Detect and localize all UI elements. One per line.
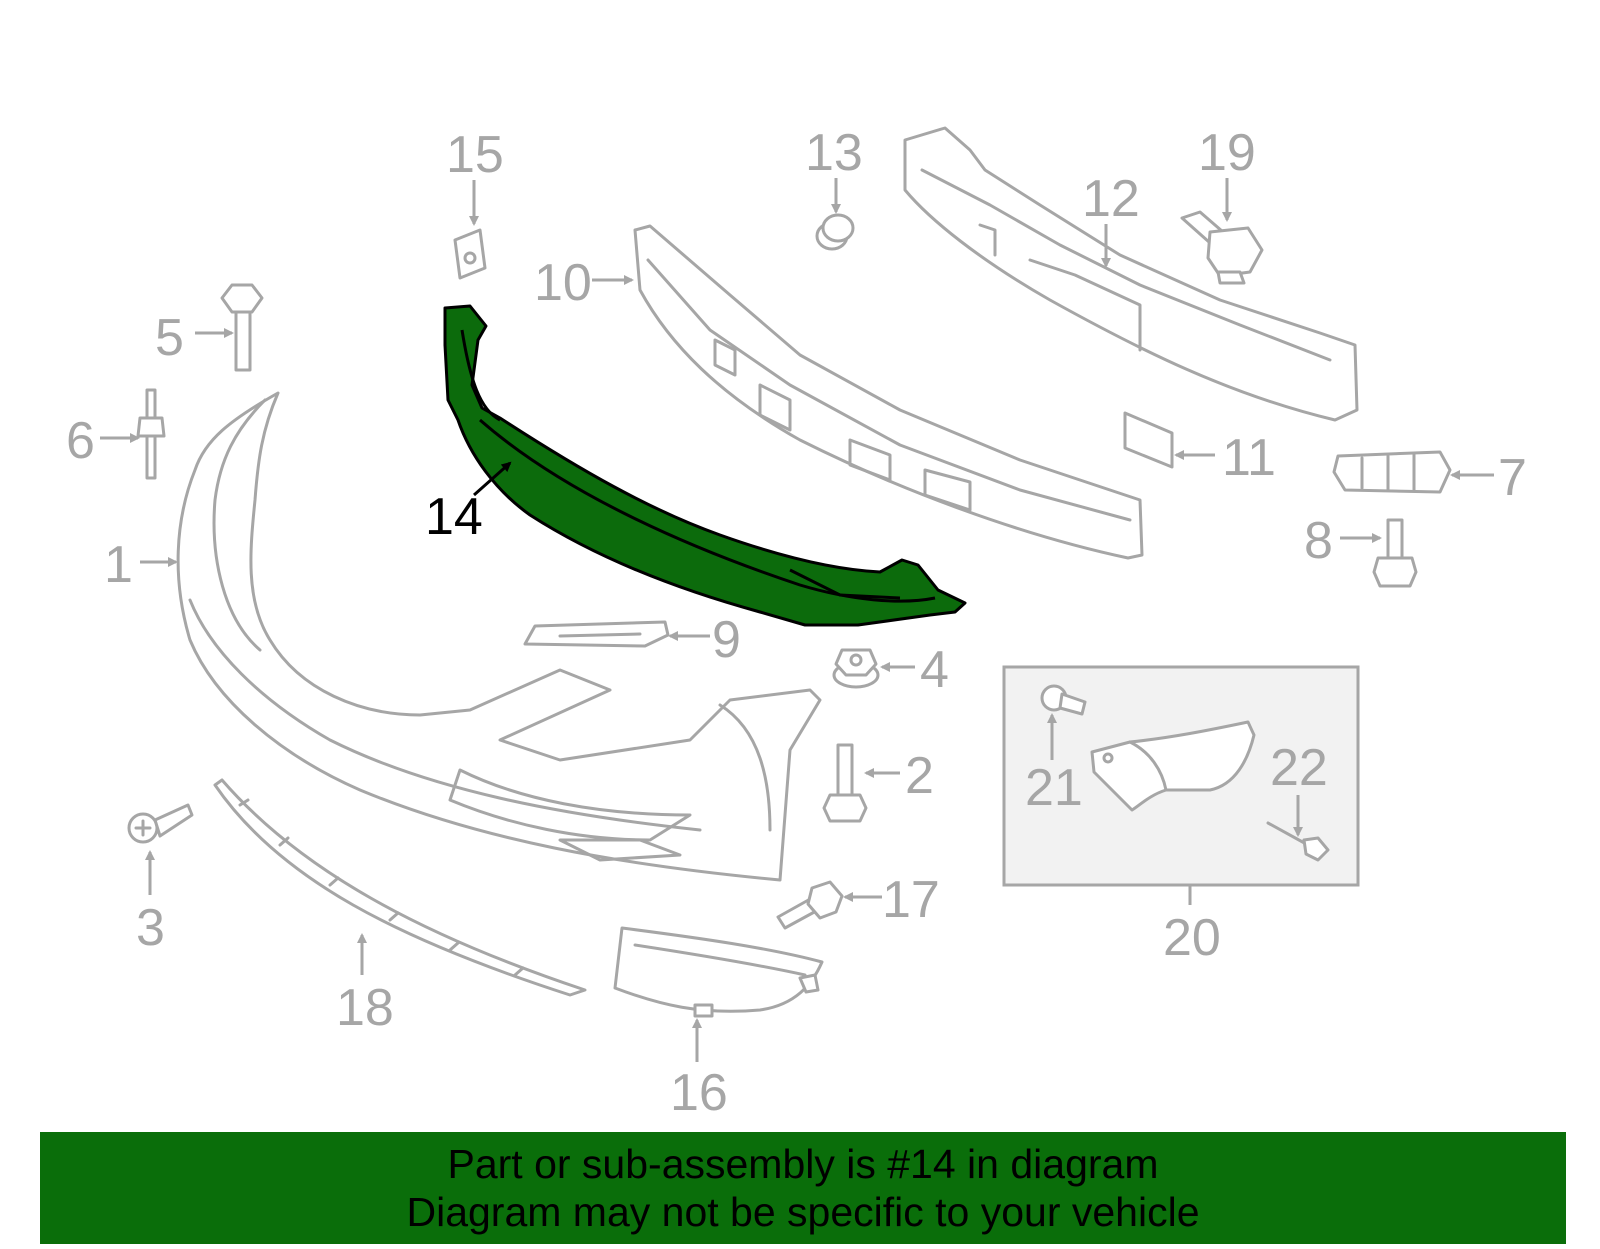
callout-3: 3 xyxy=(136,899,165,957)
callout-16: 16 xyxy=(670,1064,728,1122)
callout-8: 8 xyxy=(1304,512,1333,570)
callout-21: 21 xyxy=(1025,759,1083,817)
callout-6: 6 xyxy=(66,412,95,470)
bolt-5-part xyxy=(220,283,264,372)
callout-4: 4 xyxy=(920,641,949,699)
callout-7: 7 xyxy=(1498,449,1527,507)
callout-2: 2 xyxy=(905,747,934,805)
bumper-cover-part xyxy=(176,391,822,882)
callout-11: 11 xyxy=(1222,429,1276,487)
pad-11-part xyxy=(1123,411,1174,469)
pin-22-part xyxy=(1266,821,1330,862)
callout-13: 13 xyxy=(805,124,863,182)
sensor-19-part xyxy=(1180,210,1264,285)
bolt-8-part xyxy=(1372,518,1418,588)
bolt-17-part xyxy=(776,880,844,930)
bracket-kit-part xyxy=(1090,720,1256,812)
callout-14-leader xyxy=(473,461,512,497)
callout-10: 10 xyxy=(534,254,592,312)
bracket-9-part xyxy=(523,620,670,648)
absorber-10-part xyxy=(633,224,1144,560)
kit-20-box xyxy=(1002,665,1360,887)
nut-4-part xyxy=(832,648,880,689)
callout-20: 20 xyxy=(1163,909,1221,967)
clip-15-part xyxy=(453,228,487,280)
screw-3-part xyxy=(127,803,194,844)
callout-22: 22 xyxy=(1270,739,1328,797)
banner-line-disclaimer: Diagram may not be specific to your vehi… xyxy=(406,1189,1200,1235)
plug-13-part xyxy=(815,213,855,251)
callout-1: 1 xyxy=(104,536,133,594)
deflector-14-part xyxy=(443,304,967,627)
callout-9: 9 xyxy=(712,611,741,669)
clip-7-part xyxy=(1332,450,1452,494)
reinforcement-beam-12-part xyxy=(903,126,1359,422)
callout-12: 12 xyxy=(1082,170,1140,228)
molding-18-part xyxy=(213,778,587,997)
callout-17: 17 xyxy=(882,871,940,929)
rivet-6-part xyxy=(136,388,166,480)
bolt-2-part xyxy=(822,743,868,823)
bezel-16-part xyxy=(613,926,824,1018)
screw-21-part xyxy=(1040,684,1087,716)
callout-19: 19 xyxy=(1198,124,1256,182)
callout-14: 14 xyxy=(425,488,483,546)
banner-line-part-number: Part or sub-assembly is #14 in diagram xyxy=(447,1141,1159,1187)
callout-5: 5 xyxy=(155,309,184,367)
callout-15: 15 xyxy=(446,126,504,184)
callout-18: 18 xyxy=(336,979,394,1037)
info-banner: Part or sub-assembly is #14 in diagram D… xyxy=(40,1132,1566,1244)
